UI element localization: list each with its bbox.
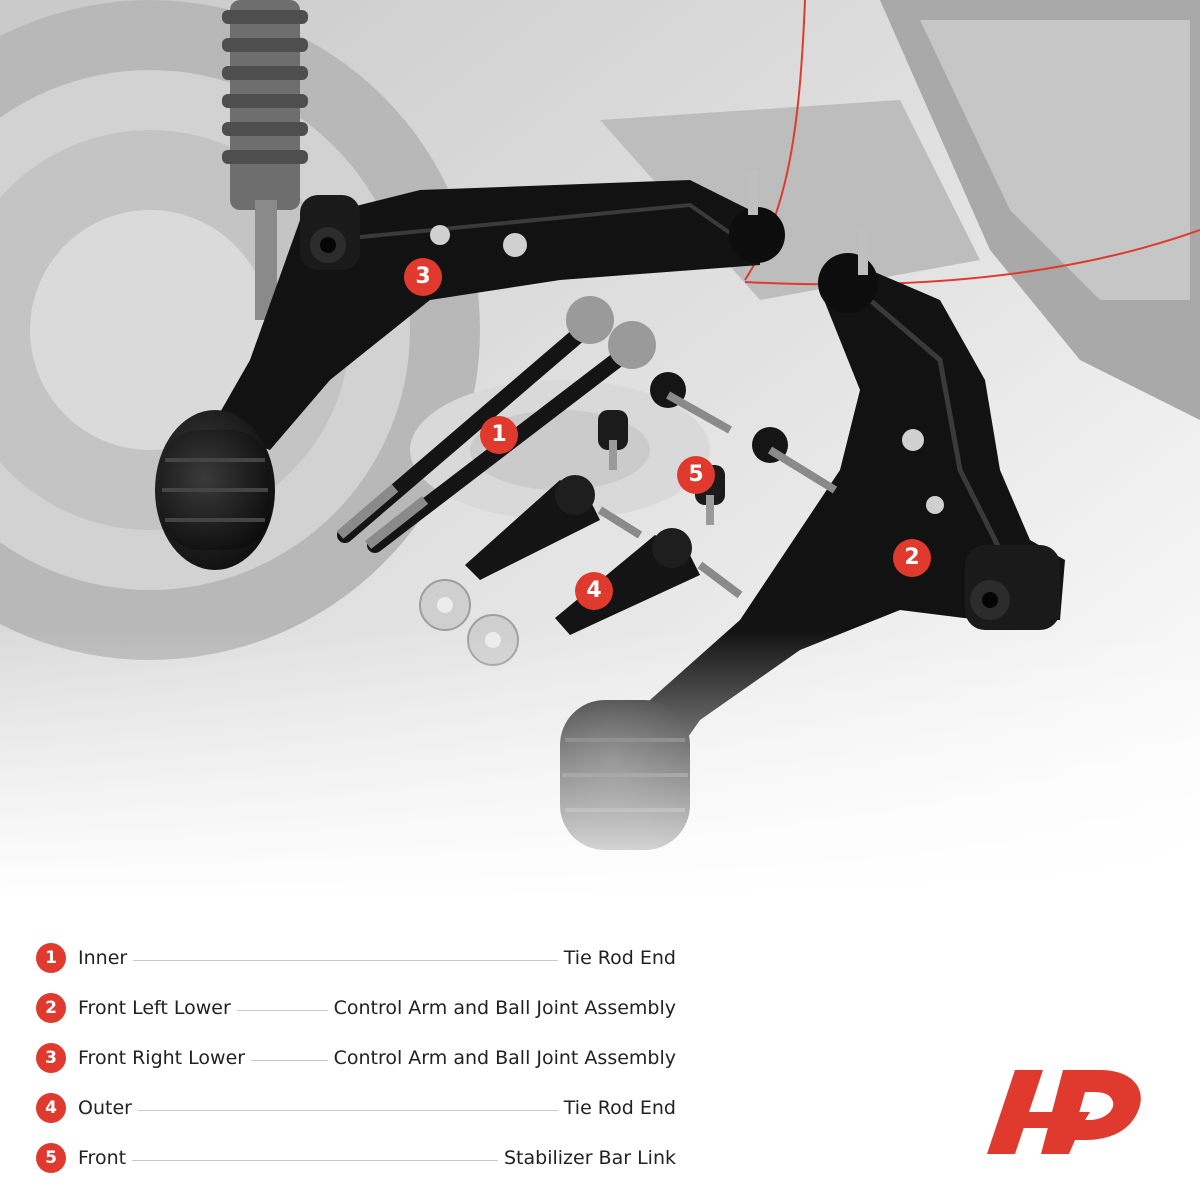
brand-logo-icon [987, 1070, 1141, 1154]
legend-number-badge: 5 [36, 1143, 66, 1173]
callout-badge-4: 4 [575, 572, 613, 610]
legend-row: 5 Front Stabilizer Bar Link [36, 1133, 676, 1183]
legend-item-type: Control Arm and Ball Joint Assembly [333, 997, 676, 1019]
legend-divider [132, 1159, 498, 1161]
legend-item-name: Front Right Lower [78, 1047, 246, 1069]
legend-row: 3 Front Right Lower Control Arm and Ball… [36, 1033, 676, 1083]
legend-item-type: Stabilizer Bar Link [503, 1147, 676, 1169]
legend-number-badge: 4 [36, 1093, 66, 1123]
legend-item-type: Tie Rod End [563, 1097, 676, 1119]
callout-badge-1: 1 [480, 416, 518, 454]
product-photo [0, 0, 1200, 900]
legend-divider [251, 1059, 328, 1061]
legend-item-name: Outer [78, 1097, 132, 1119]
legend-row: 1 Inner Tie Rod End [36, 933, 676, 983]
legend-item-name: Inner [78, 947, 128, 969]
legend-number-badge: 3 [36, 1043, 66, 1073]
parts-legend: 1 Inner Tie Rod End 2 Front Left Lower C… [36, 933, 676, 1183]
legend-number-badge: 2 [36, 993, 66, 1023]
legend-item-name: Front Left Lower [78, 997, 231, 1019]
legend-divider [236, 1009, 328, 1011]
legend-number-badge: 1 [36, 943, 66, 973]
legend-item-type: Tie Rod End [563, 947, 676, 969]
legend-item-type: Control Arm and Ball Joint Assembly [333, 1047, 676, 1069]
callout-badge-2: 2 [893, 539, 931, 577]
callout-badge-3: 3 [404, 258, 442, 296]
legend-row: 2 Front Left Lower Control Arm and Ball … [36, 983, 676, 1033]
legend-divider [137, 1109, 558, 1111]
legend-row: 4 Outer Tie Rod End [36, 1083, 676, 1133]
legend-divider [133, 959, 558, 961]
legend-item-name: Front [78, 1147, 127, 1169]
callout-badge-5: 5 [677, 456, 715, 494]
